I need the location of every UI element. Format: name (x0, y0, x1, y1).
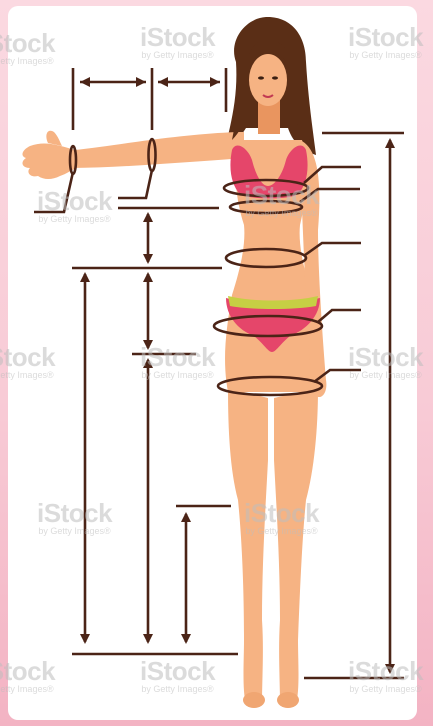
left-arm (70, 132, 244, 168)
right-eye (272, 76, 278, 79)
face (249, 54, 287, 106)
bicep-leader (118, 170, 152, 198)
woman-figure (23, 17, 327, 708)
hip-leader (318, 310, 361, 322)
left-eye (258, 76, 264, 79)
hand (23, 143, 76, 179)
right-foot (277, 692, 299, 708)
left-foot (243, 692, 265, 708)
left-leg (228, 388, 268, 704)
right-leg (274, 388, 318, 704)
